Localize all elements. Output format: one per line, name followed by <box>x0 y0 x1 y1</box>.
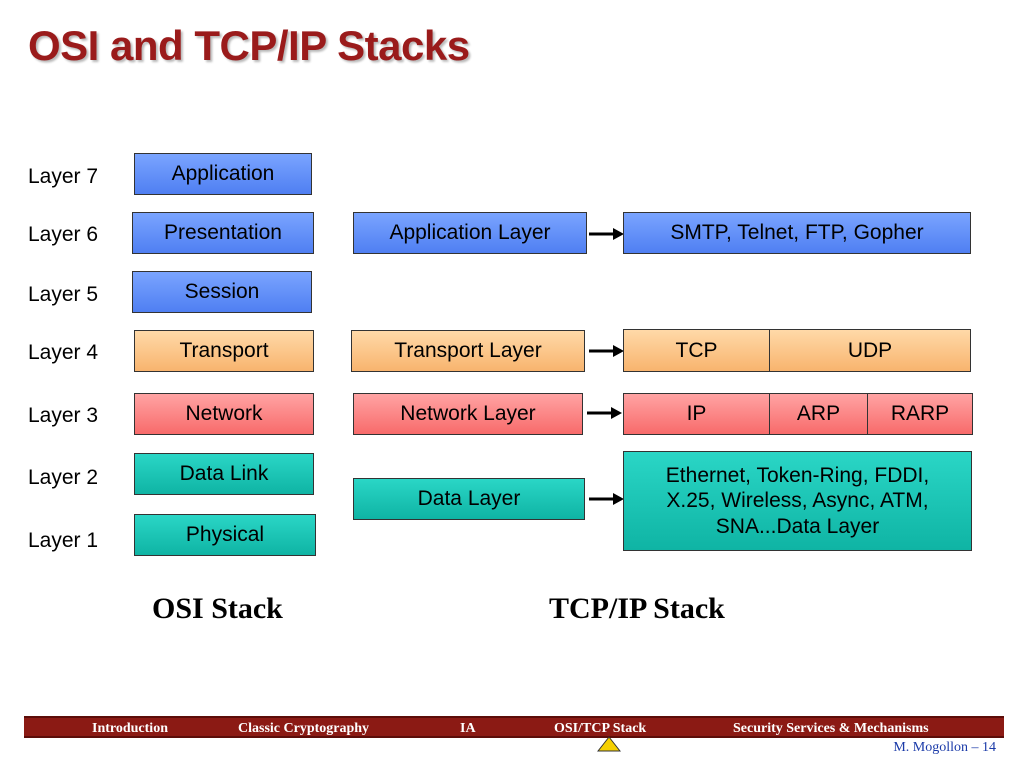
layer-label-7: Layer 7 <box>28 165 99 188</box>
tcpip-network-layer-box: Network Layer <box>353 393 583 435</box>
arp-box: ARP <box>769 393 868 435</box>
osi-network-box: Network <box>134 393 314 435</box>
application-protocols-box: SMTP, Telnet, FTP, Gopher <box>623 212 971 254</box>
data-layer-protocols-box: Ethernet, Token-Ring, FDDI, X.25, Wirele… <box>623 451 972 551</box>
osi-data-link-box: Data Link <box>134 453 314 495</box>
arrow-right-icon <box>589 228 624 240</box>
page-number: M. Mogollon – 14 <box>893 740 996 755</box>
tcp-box: TCP <box>623 329 770 372</box>
tcpip-application-layer-box: Application Layer <box>353 212 587 254</box>
osi-application-box: Application <box>134 153 312 195</box>
arrow-right-icon <box>589 345 624 357</box>
data-protocols-line-3: SNA...Data Layer <box>715 514 880 538</box>
layer-label-5: Layer 5 <box>28 283 99 306</box>
layer-label-6: Layer 6 <box>28 223 99 246</box>
page-title: OSI and TCP/IP Stacks <box>28 22 470 69</box>
ip-box: IP <box>623 393 770 435</box>
footer-nav-bar: Introduction Classic Cryptography IA OSI… <box>24 716 1004 738</box>
osi-stack-caption: OSI Stack <box>152 592 283 625</box>
footer-link-security-services[interactable]: Security Services & Mechanisms <box>733 721 929 736</box>
udp-box: UDP <box>769 329 971 372</box>
osi-presentation-box: Presentation <box>132 212 314 254</box>
layer-label-2: Layer 2 <box>28 466 99 489</box>
layer-label-1: Layer 1 <box>28 529 99 552</box>
arrow-right-icon <box>589 493 624 505</box>
footer-link-osi-tcp-stack[interactable]: OSI/TCP Stack <box>554 721 647 736</box>
osi-transport-box: Transport <box>134 330 314 372</box>
footer-link-ia[interactable]: IA <box>460 721 476 736</box>
tcpip-transport-layer-box: Transport Layer <box>351 330 585 372</box>
data-protocols-line-2: X.25, Wireless, Async, ATM, <box>666 489 929 513</box>
layer-label-4: Layer 4 <box>28 341 99 364</box>
layer-label-3: Layer 3 <box>28 404 99 427</box>
osi-session-box: Session <box>132 271 312 313</box>
tcpip-data-layer-box: Data Layer <box>353 478 585 520</box>
warning-triangle-icon[interactable] <box>597 736 621 752</box>
osi-physical-box: Physical <box>134 514 316 556</box>
footer-link-introduction[interactable]: Introduction <box>92 721 168 736</box>
data-protocols-line-1: Ethernet, Token-Ring, FDDI, <box>665 464 930 488</box>
footer-link-classic-cryptography[interactable]: Classic Cryptography <box>238 721 370 736</box>
arrow-right-icon <box>587 407 622 419</box>
rarp-box: RARP <box>867 393 973 435</box>
tcpip-stack-caption: TCP/IP Stack <box>549 592 725 625</box>
